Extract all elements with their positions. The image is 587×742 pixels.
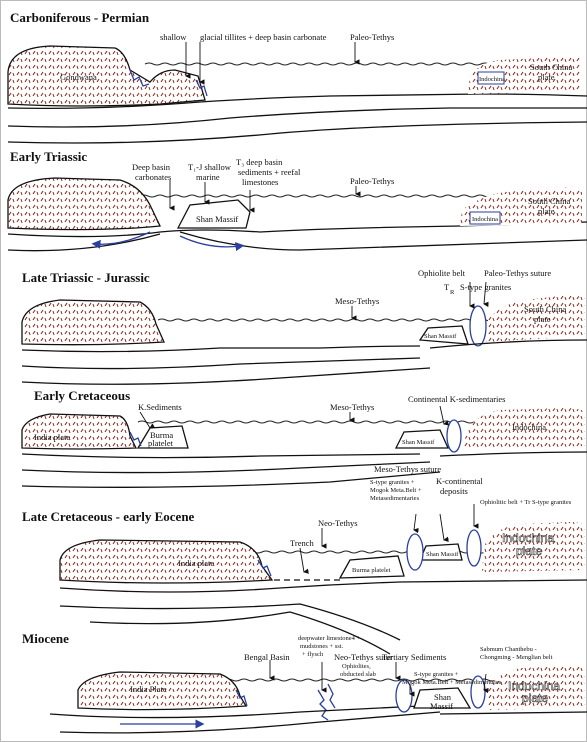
svg-text:plate: plate bbox=[522, 691, 548, 705]
label-ophiolite-belt: Ophiolite belt bbox=[418, 268, 466, 278]
svg-text:plate: plate bbox=[538, 72, 555, 82]
panel-miocene: Miocene deepwater limestone4 + mudstones… bbox=[22, 631, 587, 733]
label-burma-platelet: Burma platelet bbox=[352, 567, 391, 574]
label-shan-massif: Shan Massif bbox=[424, 333, 457, 340]
svg-text:platelet: platelet bbox=[148, 438, 174, 448]
svg-text:Mogok Meta.Belt + Metasediment: Mogok Meta.Belt + Metasedimentries bbox=[402, 679, 502, 686]
obducted-slab bbox=[318, 684, 335, 720]
gondwana-continent bbox=[8, 46, 205, 106]
panel-carboniferous-permian: Carboniferous - Permian shallow glacial … bbox=[8, 10, 587, 143]
label-s-type-granites: S-type granites + bbox=[414, 671, 459, 678]
svg-text:Metasedimentaries: Metasedimentaries bbox=[370, 495, 420, 502]
granite-body-west bbox=[407, 534, 423, 570]
label-indochina: Indochina bbox=[512, 422, 546, 432]
label-meso-tethys-suture: Meso-Tethys suture bbox=[374, 464, 441, 474]
label-india-plate: India plate bbox=[178, 558, 214, 568]
panel-title: Miocene bbox=[22, 631, 69, 646]
label-sabmum-belt: Sabmum Chanthebu - bbox=[480, 646, 537, 653]
label-india-plate: India plate bbox=[34, 432, 70, 442]
label-south-china: South China bbox=[524, 304, 566, 314]
label-deep-basin: Deep basin bbox=[132, 162, 171, 172]
granite-body bbox=[447, 420, 461, 452]
svg-text:carbonates: carbonates bbox=[135, 172, 171, 182]
svg-text:marine: marine bbox=[196, 172, 220, 182]
svg-text:Chongming - Menglian belt: Chongming - Menglian belt bbox=[480, 654, 553, 661]
panel-late-triassic-jurassic: Late Triassic - Jurassic Ophiolite belt … bbox=[22, 268, 587, 384]
svg-text:sediments + reefal: sediments + reefal bbox=[238, 167, 301, 177]
label-shan-massif: Shan Massif bbox=[426, 551, 459, 558]
svg-text:obducted slab: obducted slab bbox=[340, 671, 376, 678]
panel-early-triassic: Early Triassic Deep basin carbonates T₁-… bbox=[8, 149, 587, 251]
svg-text:deposits: deposits bbox=[440, 486, 468, 496]
label-bengal-basin: Bengal Basin bbox=[244, 652, 290, 662]
svg-text:plate: plate bbox=[516, 544, 542, 558]
panel-title: Early Cretaceous bbox=[34, 388, 130, 403]
label-paleo-tethys-suture: Paleo-Tethys suture bbox=[484, 268, 551, 278]
label-ocean: Meso-Tethys bbox=[330, 402, 374, 412]
label-shan-massif: Shan Massif bbox=[402, 439, 435, 446]
label-ophiolitic-belt: Ophiolitic belt + Tr S-type granites bbox=[480, 499, 572, 506]
panel-early-cretaceous: Early Cretaceous K.Sediments Meso-Tethys… bbox=[22, 388, 587, 487]
label-deepwater-limestone: deepwater limestone4 + bbox=[298, 635, 360, 642]
label-neo-tethys: Neo-Tethys bbox=[318, 518, 358, 528]
label-tillites: glacial tillites + deep basin carbonate bbox=[200, 32, 327, 42]
label-gondwana: Gondwana bbox=[60, 72, 97, 82]
svg-text:+ flysch: + flysch bbox=[302, 651, 324, 658]
label-ocean: Paleo-Tethys bbox=[350, 32, 394, 42]
label-k-continental: K-continental bbox=[436, 476, 483, 486]
label-ophiolites: Ophiolites, bbox=[342, 663, 371, 670]
svg-text:mudstones + sst.: mudstones + sst. bbox=[300, 643, 344, 650]
india-plate bbox=[60, 540, 272, 583]
panel-late-cretaceous-eocene: Late Cretaceous - early Eocene Meso-Teth… bbox=[22, 464, 587, 654]
label-trench: Trench bbox=[290, 538, 315, 548]
svg-text:plate: plate bbox=[538, 206, 555, 216]
label-ocean: Paleo-Tethys bbox=[350, 176, 394, 186]
svg-text:R: R bbox=[450, 289, 455, 296]
label-continental-k: Continental K-sedimentaries bbox=[408, 394, 506, 404]
panel-title: Late Triassic - Jurassic bbox=[22, 270, 150, 285]
svg-text:S-type granites +: S-type granites + bbox=[370, 479, 415, 486]
label-t3-deep-basin: T₃ deep basin bbox=[236, 157, 283, 167]
label-ocean: Meso-Tethys bbox=[335, 296, 379, 306]
label-shan-massif: Shan Massif bbox=[196, 214, 238, 224]
svg-text:Indochina: Indochina bbox=[472, 216, 498, 223]
svg-text:Mogok Meta.Belt +: Mogok Meta.Belt + bbox=[370, 487, 422, 494]
label-south-china: South China bbox=[528, 196, 570, 206]
label-indochina: Indochina bbox=[502, 531, 554, 545]
granite-body bbox=[470, 306, 486, 346]
label-tertiary-sediments: Tertiary Sediments bbox=[382, 652, 446, 662]
panel-title: Late Cretaceous - early Eocene bbox=[22, 509, 195, 524]
label-india-plate: India Plate bbox=[130, 684, 167, 694]
label-s-type-granites: S-type granites bbox=[460, 282, 511, 292]
panel-title: Carboniferous - Permian bbox=[10, 10, 150, 25]
label-south-china: South China bbox=[530, 62, 572, 72]
svg-text:limestones: limestones bbox=[242, 177, 278, 187]
label-k-sediments: K.Sediments bbox=[138, 402, 182, 412]
panel-title: Early Triassic bbox=[10, 149, 87, 164]
svg-text:Massif: Massif bbox=[430, 701, 453, 711]
gondwana-continent bbox=[8, 178, 160, 230]
label-shallow: shallow bbox=[160, 32, 187, 42]
granite-body-east bbox=[467, 530, 481, 566]
label-indochina: Indochina bbox=[479, 76, 505, 83]
svg-text:plate: plate bbox=[534, 314, 551, 324]
gondwana-continent bbox=[22, 300, 164, 345]
label-tj-shallow: T₁-J shallow bbox=[188, 162, 232, 172]
